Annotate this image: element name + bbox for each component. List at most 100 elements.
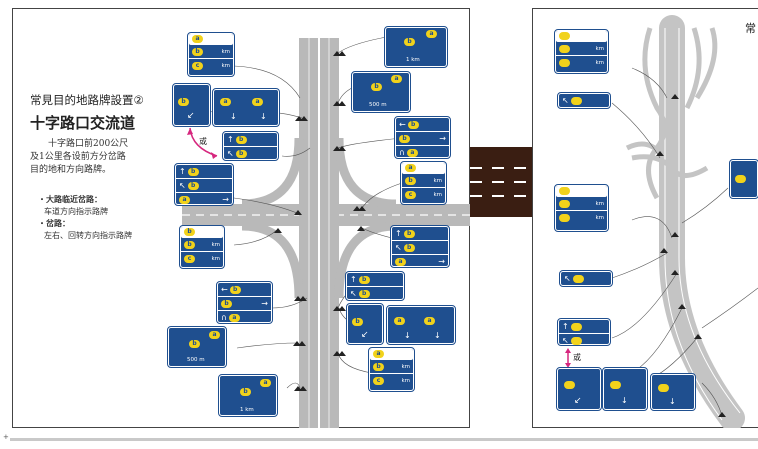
sign-row: km	[556, 211, 607, 224]
km-label: km	[595, 59, 604, 66]
badge: a	[252, 98, 263, 106]
u-turn-icon: ∩	[399, 148, 405, 157]
bullet-list: ・大路临近岔路： 车道方向指示路牌 ・岔路： 左右、回转方向指示路牌	[38, 194, 132, 242]
r-sign-lane-3: ↓	[650, 373, 696, 411]
badge: b	[187, 181, 199, 190]
right-arrow-icon: →	[261, 299, 268, 308]
badge: b	[235, 135, 247, 144]
badge: c	[373, 376, 384, 385]
badge: b	[403, 229, 415, 238]
right-arrow-icon: →	[439, 134, 446, 143]
sign-1km-bottom: b a 1 km	[218, 374, 278, 417]
km-label: km	[221, 62, 230, 69]
badge	[559, 213, 570, 222]
sign-row: ↖b	[392, 241, 448, 255]
sign-row: ↑b	[392, 227, 448, 241]
badge	[559, 58, 570, 67]
sign-direction-left: ↑b ↖b a→	[174, 163, 234, 206]
sign-lane-left: b ↙	[172, 83, 211, 127]
r-sign-destination-mid: km km	[554, 184, 609, 232]
badge	[564, 381, 575, 389]
badge: a	[192, 35, 203, 43]
ramp-ne	[334, 137, 397, 209]
sign-row: ↑b	[347, 273, 403, 287]
badge: b	[235, 149, 247, 158]
badge: b	[221, 299, 232, 308]
badge	[559, 32, 570, 40]
sign-row: ←b	[218, 283, 271, 297]
km-label: km	[433, 191, 442, 198]
sign-500m-top: a b 500 m	[351, 71, 411, 113]
up-left-arrow-icon: ↖	[562, 96, 569, 105]
up-left-arrow-icon: ↖	[395, 243, 402, 252]
badge: a	[426, 30, 437, 38]
up-arrow-icon: ↑	[350, 275, 357, 284]
badge: c	[192, 61, 203, 70]
badge: a	[405, 164, 416, 172]
sign-row: b→	[218, 297, 271, 311]
subtitle: 常見目的地路牌設置②	[30, 93, 144, 107]
sign-blank-row: a	[189, 34, 233, 45]
up-arrow-icon: ↑	[227, 135, 234, 144]
r-sign-edge	[729, 159, 758, 199]
sign-direction-or: ↑b ↖b	[222, 131, 279, 161]
intersection-diagram	[182, 35, 470, 428]
bullet-1-head: ・大路临近岔路：	[38, 195, 102, 204]
sign-blank-row: a	[370, 349, 413, 360]
sign-row: a→	[176, 193, 232, 206]
badge: a	[209, 331, 220, 339]
ramp-se	[334, 221, 397, 299]
km-label: km	[595, 214, 604, 221]
bottom-rule	[10, 438, 758, 441]
sign-row: ↖	[559, 94, 609, 107]
badge	[572, 274, 584, 283]
badge	[735, 175, 746, 183]
badge: a	[373, 350, 384, 358]
sign-lane-low-left: b ↙	[346, 303, 384, 345]
up-arrow-icon: ↑	[562, 322, 569, 331]
sign-lane-right: a a ↓ ↓	[212, 88, 280, 127]
left-arrow-icon: ←	[399, 120, 406, 129]
up-left-arrow-icon: ↖	[562, 336, 569, 345]
up-left-arrow-icon: ↖	[227, 149, 234, 158]
sign-direction-left-low: ←b b→ ∩a	[216, 281, 273, 324]
badge: b	[178, 98, 189, 106]
description-line-3: 目的地和方向路牌。	[30, 165, 112, 175]
bullet-2-head: ・岔路：	[38, 219, 70, 228]
u-turn-icon: ∩	[221, 313, 227, 322]
badge: a	[220, 98, 231, 106]
sign-row: km	[556, 197, 607, 211]
down-arrow-icon: ↓	[669, 397, 676, 406]
sign-blank-row: b	[181, 227, 223, 238]
bullet-1-body: 车道方向指示路牌	[44, 207, 108, 216]
down-arrow-icon: ↓	[434, 331, 441, 340]
km-label: km	[433, 177, 442, 184]
r-sign-destination-top: km km	[554, 29, 609, 74]
sign-lane-low-right: a a ↓ ↓	[386, 305, 456, 345]
sign-row: ↑	[559, 320, 609, 334]
badge	[570, 96, 582, 105]
badge: b	[184, 228, 195, 236]
sign-row: ↖	[561, 272, 611, 285]
distance-label: 1 km	[240, 407, 254, 413]
sign-1km-top: b a 1 km	[384, 26, 448, 68]
r-sign-exit-mid: ↖	[559, 270, 613, 287]
sign-row: ↖b	[347, 287, 403, 300]
badge: a	[179, 195, 190, 204]
distance-label: 500 m	[187, 357, 205, 363]
or-label-right: 或	[573, 353, 581, 362]
sign-row: km	[556, 42, 607, 56]
sign-blank-row: a	[402, 163, 445, 174]
sign-row: ↖b	[224, 147, 277, 160]
bullet-2-body: 左右、回转方向指示路牌	[44, 231, 132, 240]
left-arrow-icon: ←	[221, 285, 228, 294]
down-arrow-icon: ↓	[621, 396, 628, 405]
ramp-sw	[241, 221, 304, 299]
